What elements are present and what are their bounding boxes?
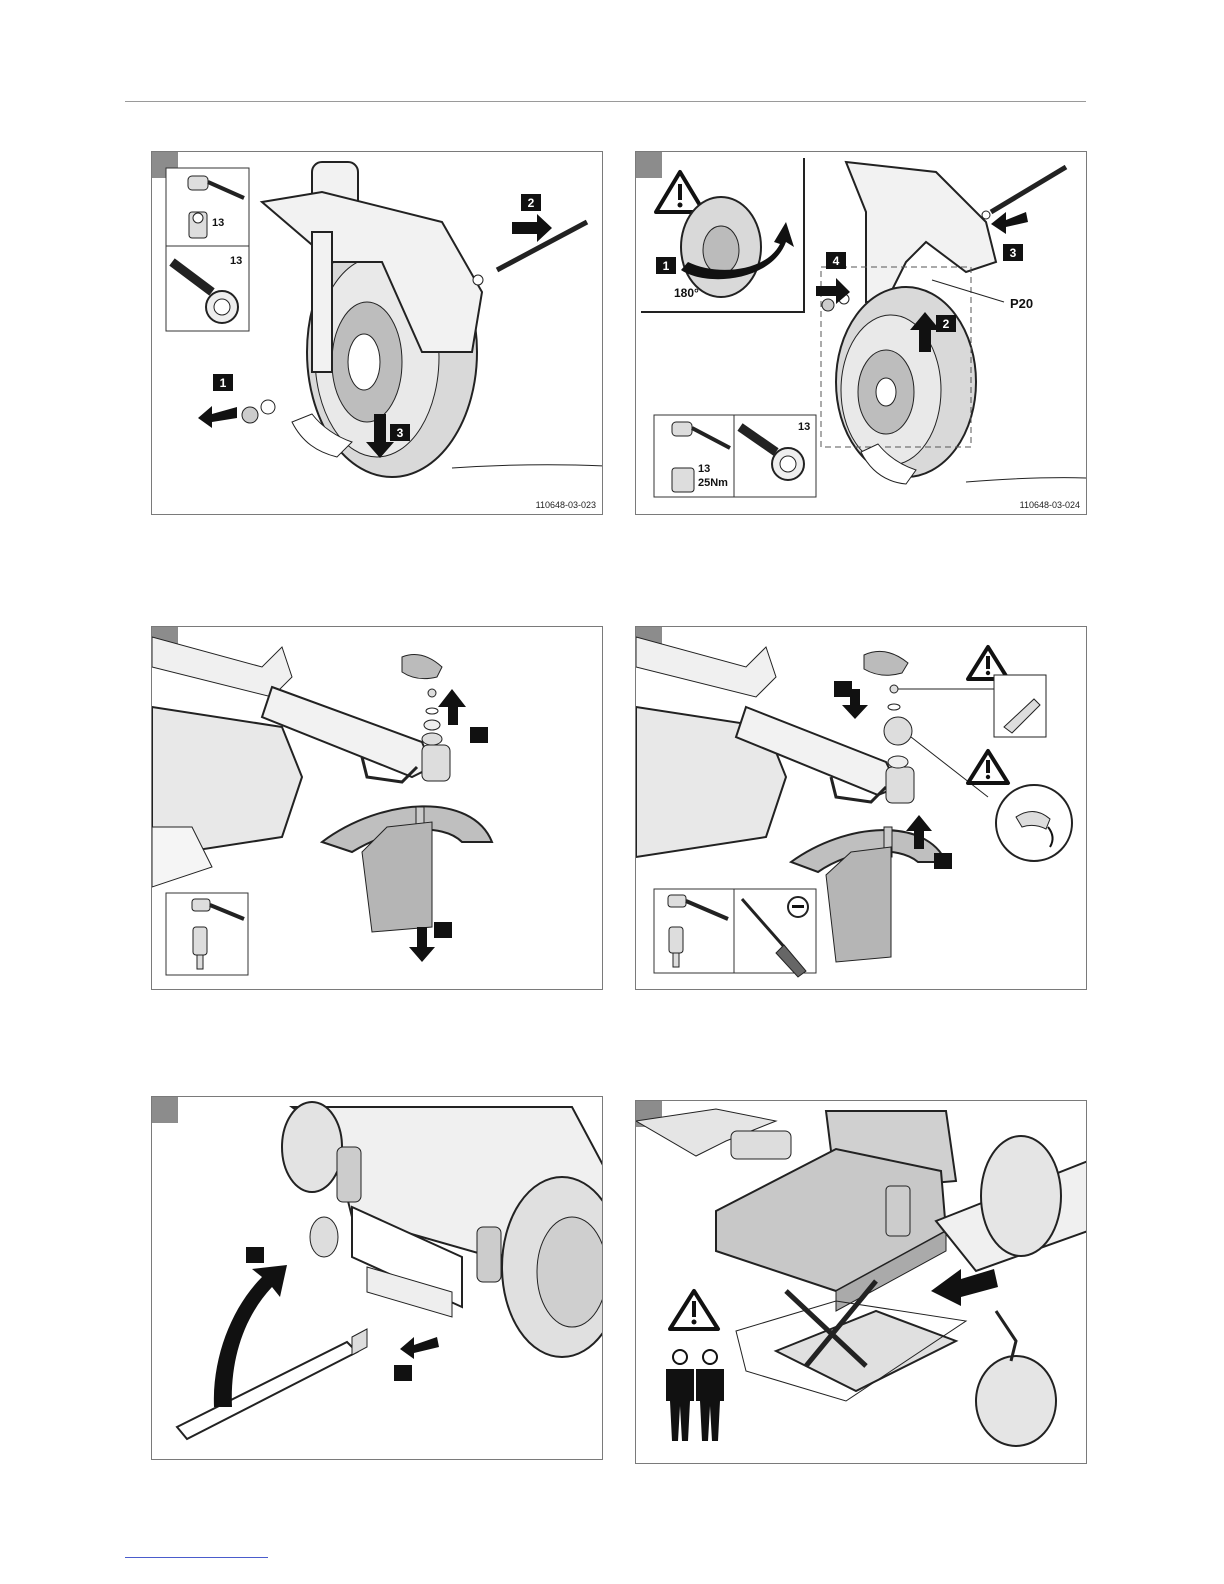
svg-text:1: 1 — [663, 259, 670, 273]
rotation-angle-label: 180° — [674, 286, 699, 300]
step-box — [246, 1247, 264, 1263]
chassis-drawing — [282, 1102, 603, 1357]
step-arrow-1 — [198, 406, 237, 428]
spanner-size-label: 13 — [230, 255, 242, 267]
parts-exploded — [402, 655, 442, 745]
push-arrow — [931, 1269, 998, 1306]
step-box — [834, 681, 852, 697]
step-box-3: 3 — [390, 424, 410, 441]
socket-size-label: 13 — [698, 463, 710, 475]
part-leader-line — [932, 280, 1004, 302]
step-box — [394, 1365, 412, 1381]
step-arrow-2 — [512, 214, 552, 242]
figure-panel-2: 1 180° 3 4 2 P20 — [635, 151, 1087, 515]
step-box-2: 2 — [521, 194, 541, 211]
step-box-4: 4 — [826, 252, 846, 269]
chassis-drawing — [152, 637, 302, 887]
step-box-1: 1 — [213, 374, 233, 391]
lift-arrow — [438, 689, 466, 725]
floor-line — [452, 465, 603, 468]
footer-rule — [125, 1557, 268, 1558]
svg-text:3: 3 — [1010, 246, 1017, 260]
tool-inset — [654, 889, 816, 977]
figure-panel-3 — [151, 626, 603, 990]
figure-panel-4 — [635, 626, 1087, 990]
figure-code: 110648-03-023 — [536, 500, 596, 510]
svg-text:2: 2 — [943, 317, 950, 331]
down-arrow — [409, 927, 435, 962]
torque-label: 25Nm — [698, 477, 728, 489]
push-arrow — [400, 1337, 439, 1359]
figure-code: 110648-03-024 — [1020, 500, 1080, 510]
svg-text:1: 1 — [220, 376, 227, 390]
figure-panel-6 — [635, 1100, 1087, 1464]
tool-inset — [654, 415, 816, 497]
socket-size-label: 13 — [212, 217, 224, 229]
step-box — [470, 727, 488, 743]
seat-drawing — [636, 1109, 956, 1311]
figure-panel-5 — [151, 1096, 603, 1460]
svg-text:3: 3 — [397, 426, 404, 440]
warning-icon — [968, 751, 1008, 783]
floor-line — [966, 478, 1087, 482]
svg-text:2: 2 — [528, 196, 535, 210]
warning-icon — [670, 1291, 718, 1329]
step-box-1: 1 — [656, 257, 676, 274]
two-persons-icon — [666, 1350, 724, 1441]
step-box-3: 3 — [1003, 244, 1023, 261]
step-box — [934, 853, 952, 869]
tool-inset — [166, 893, 248, 975]
warning-icon — [968, 647, 1008, 679]
tool-inset — [166, 168, 249, 331]
parts-exploded — [864, 651, 912, 768]
glue-tube-icon — [994, 675, 1046, 737]
step-box — [434, 922, 452, 938]
mudguard-drawing — [322, 806, 492, 932]
spanner-size-label: 13 — [798, 421, 810, 433]
figure-panel-1: 2 1 3 13 13 110648-03-023 — [151, 151, 603, 515]
svg-text:4: 4 — [833, 254, 840, 268]
part-label: P20 — [1010, 296, 1033, 311]
caster-fork-drawing — [846, 162, 996, 302]
step-box-2: 2 — [936, 315, 956, 332]
warning-inset — [641, 158, 804, 312]
header-rule — [125, 101, 1086, 102]
step-arrow-3 — [991, 212, 1028, 234]
